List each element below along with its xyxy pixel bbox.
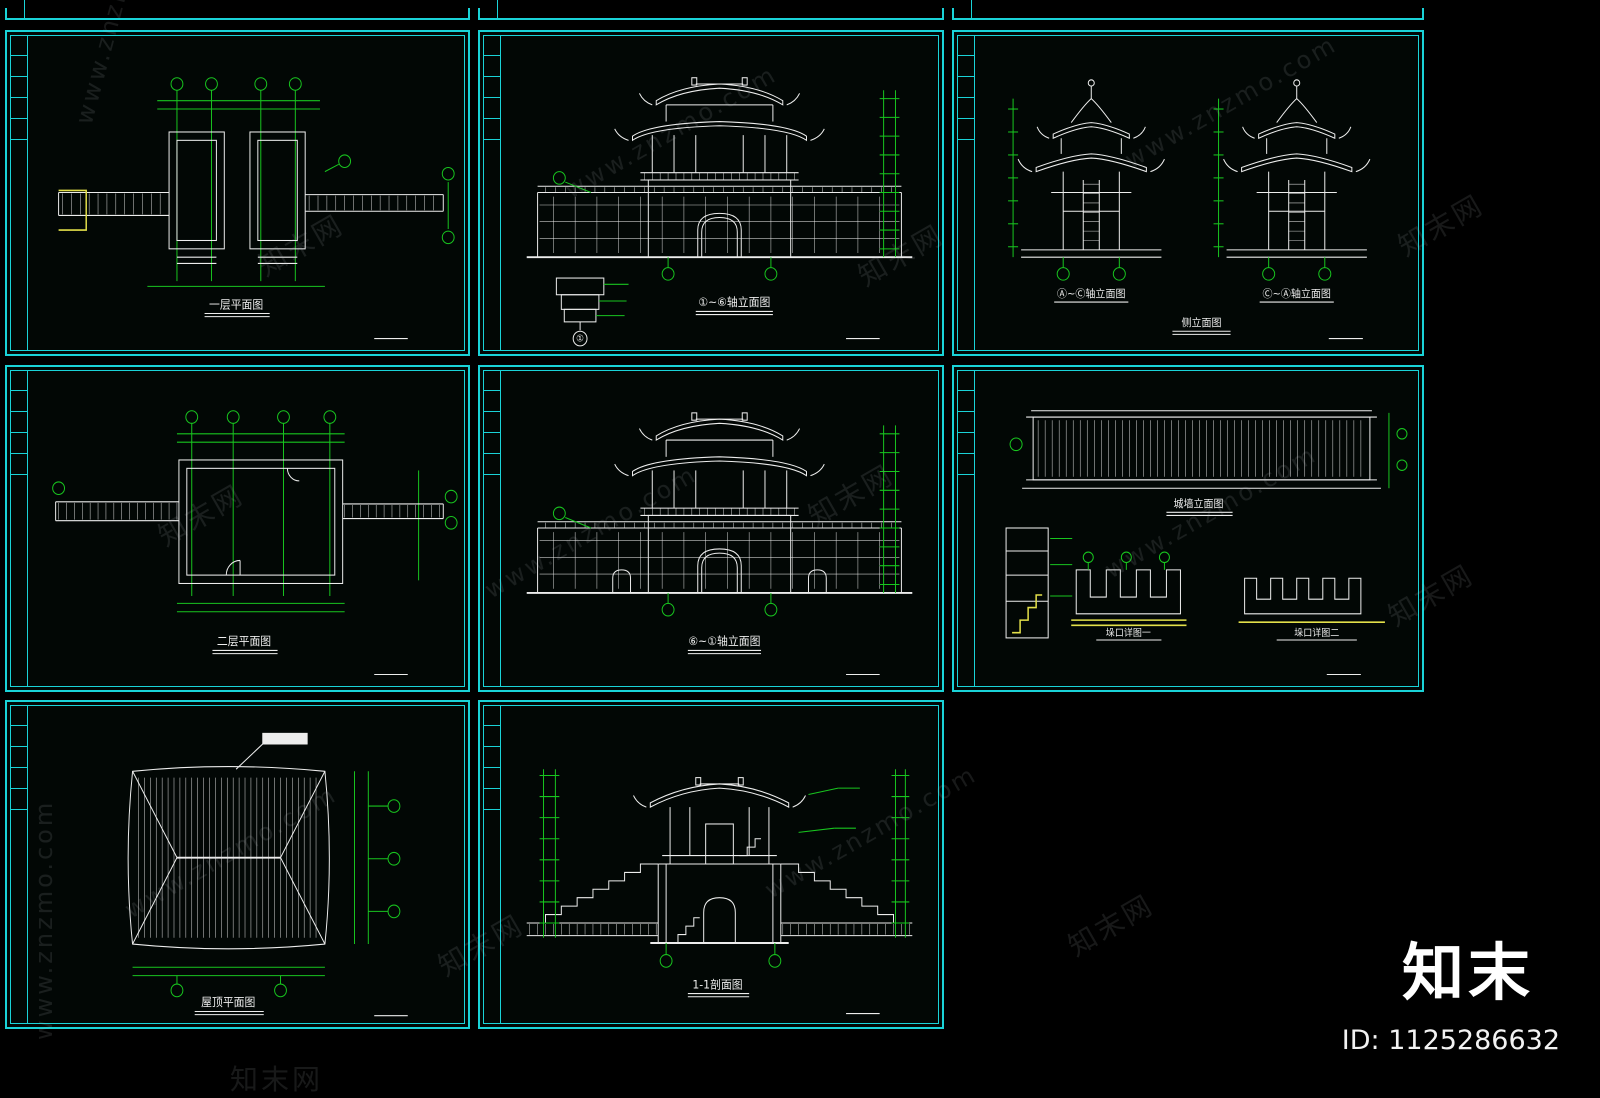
watermark-text: 知末网 bbox=[1060, 883, 1161, 964]
dim-ticks bbox=[880, 99, 900, 249]
plan2-right-hatch bbox=[345, 505, 440, 518]
battlement-detail-1 bbox=[1076, 570, 1180, 614]
detail-tower-leaders bbox=[1050, 538, 1072, 596]
sheet-second-floor-plan: 二层平面图 bbox=[5, 365, 470, 692]
detail-leaders bbox=[596, 284, 629, 315]
sheet-caption: ①~⑥轴立面图 bbox=[698, 295, 770, 309]
sheet-title-strip bbox=[10, 370, 28, 687]
dimension-lines bbox=[553, 90, 895, 280]
gate-rear-elevation bbox=[527, 413, 913, 593]
long-elevation-hatch bbox=[1038, 420, 1361, 477]
roof-label-leader bbox=[236, 733, 307, 769]
sheet-caption-left: Ⓐ~Ⓒ轴立面图 bbox=[1057, 287, 1125, 300]
battlement-detail-1-base bbox=[1071, 620, 1186, 625]
sheet-section: 1-1剖面图 bbox=[478, 700, 944, 1029]
sheet-caption: 1-1剖面图 bbox=[692, 977, 742, 991]
sheet-caption: 一层平面图 bbox=[209, 298, 263, 311]
second-floor-plan-drawing: 二层平面图 bbox=[29, 371, 463, 685]
wall-elevation-drawing: 城墙立面图 垛口详图一 bbox=[976, 371, 1417, 685]
sheet-title-strip bbox=[957, 370, 975, 687]
section-geometry bbox=[527, 778, 913, 943]
gate-elevation bbox=[527, 78, 913, 257]
detail-tower bbox=[1006, 528, 1048, 638]
sheet-roof-plan: 屋顶平面图 bbox=[5, 700, 470, 1029]
pavilion-right bbox=[1224, 80, 1370, 257]
balustrade-posts bbox=[644, 508, 794, 515]
long-elevation-dims bbox=[1010, 413, 1407, 488]
sheet-caption: ⑥~①轴立面图 bbox=[688, 634, 760, 648]
sheet-wall-elevation: 城墙立面图 垛口详图一 bbox=[952, 365, 1424, 692]
sheet-title-strip bbox=[483, 370, 501, 687]
section-dims bbox=[544, 769, 906, 967]
left-wing-hatch bbox=[63, 194, 161, 215]
plan2-walls bbox=[56, 460, 444, 584]
right-wing-hatch bbox=[309, 196, 433, 211]
sheet-caption-right: Ⓒ~Ⓐ轴立面图 bbox=[1262, 287, 1330, 300]
cropped-sheet-edge bbox=[478, 8, 944, 20]
sheet-side-elevations: Ⓐ~Ⓒ轴立面图 Ⓒ~Ⓐ轴立面图 bbox=[952, 30, 1424, 356]
image-id: ID: 1125286632 bbox=[1342, 1025, 1560, 1056]
wall-courses bbox=[540, 205, 900, 238]
detail-tower-stair bbox=[1012, 595, 1042, 633]
pavilion-left bbox=[1018, 80, 1164, 257]
sheet-caption-small: 侧立面图 bbox=[1181, 316, 1221, 329]
sheet-caption: 屋顶平面图 bbox=[201, 996, 255, 1009]
sheet-front-elevation: ① ①~⑥轴立面图 bbox=[478, 30, 944, 356]
site-logo: 知末 bbox=[1402, 922, 1534, 1012]
front-elevation-drawing: ① ①~⑥轴立面图 bbox=[502, 36, 937, 349]
watermark-text: 知末网 bbox=[230, 1058, 323, 1098]
crenellation-teeth bbox=[546, 187, 892, 192]
cropped-sheet-strip bbox=[954, 0, 972, 18]
battlement-detail-1-bubbles bbox=[1083, 552, 1169, 570]
detail-drawing bbox=[556, 278, 603, 330]
long-elevation-caption: 城墙立面图 bbox=[1173, 497, 1223, 510]
detail2-caption: 垛口详图二 bbox=[1294, 627, 1339, 639]
sheet-rear-elevation: ⑥~①轴立面图 bbox=[478, 365, 944, 692]
right-wall-hatch bbox=[783, 924, 910, 935]
wall-courses bbox=[540, 541, 900, 574]
roof-plan-drawing: 屋顶平面图 bbox=[29, 706, 463, 1022]
dim-ticks bbox=[880, 434, 900, 585]
cropped-sheet-edge bbox=[5, 8, 470, 20]
right-dim-ticks bbox=[892, 776, 910, 923]
crenellation-teeth bbox=[546, 523, 892, 528]
section-drawing: 1-1剖面图 bbox=[502, 706, 937, 1022]
battlement-detail-2 bbox=[1245, 578, 1361, 614]
plan-walls bbox=[59, 132, 444, 263]
sheet-title-strip bbox=[483, 705, 501, 1024]
left-dim-ticks bbox=[540, 776, 560, 923]
detail1-caption: 垛口详图一 bbox=[1106, 627, 1151, 639]
plan2-left-hatch bbox=[59, 503, 177, 520]
sheet-first-floor-plan: 一层平面图 bbox=[5, 30, 470, 356]
sheet-title-strip bbox=[10, 705, 28, 1024]
cropped-sheet-strip bbox=[480, 0, 498, 18]
balustrade-posts bbox=[644, 173, 794, 180]
detail-number: ① bbox=[576, 335, 584, 345]
plan2-axes bbox=[53, 411, 457, 612]
sheet-title-strip bbox=[10, 35, 28, 351]
roof-plan-dims bbox=[133, 771, 400, 996]
sheet-caption: 二层平面图 bbox=[217, 635, 271, 648]
long-elevation bbox=[1022, 411, 1381, 488]
sheet-title-strip bbox=[483, 35, 501, 351]
side-elevations-drawing: Ⓐ~Ⓒ轴立面图 Ⓒ~Ⓐ轴立面图 bbox=[976, 36, 1417, 349]
cropped-sheet-edge bbox=[952, 8, 1424, 20]
first-floor-plan-drawing: 一层平面图 bbox=[29, 36, 463, 349]
dimension-lines bbox=[553, 425, 895, 615]
left-wall-hatch bbox=[530, 924, 657, 935]
rear-elevation-drawing: ⑥~①轴立面图 bbox=[502, 371, 937, 685]
sheet-title-strip bbox=[957, 35, 975, 351]
cropped-sheet-strip bbox=[7, 0, 25, 18]
roof-plan-outline bbox=[128, 767, 329, 949]
plan-axes bbox=[147, 78, 454, 287]
